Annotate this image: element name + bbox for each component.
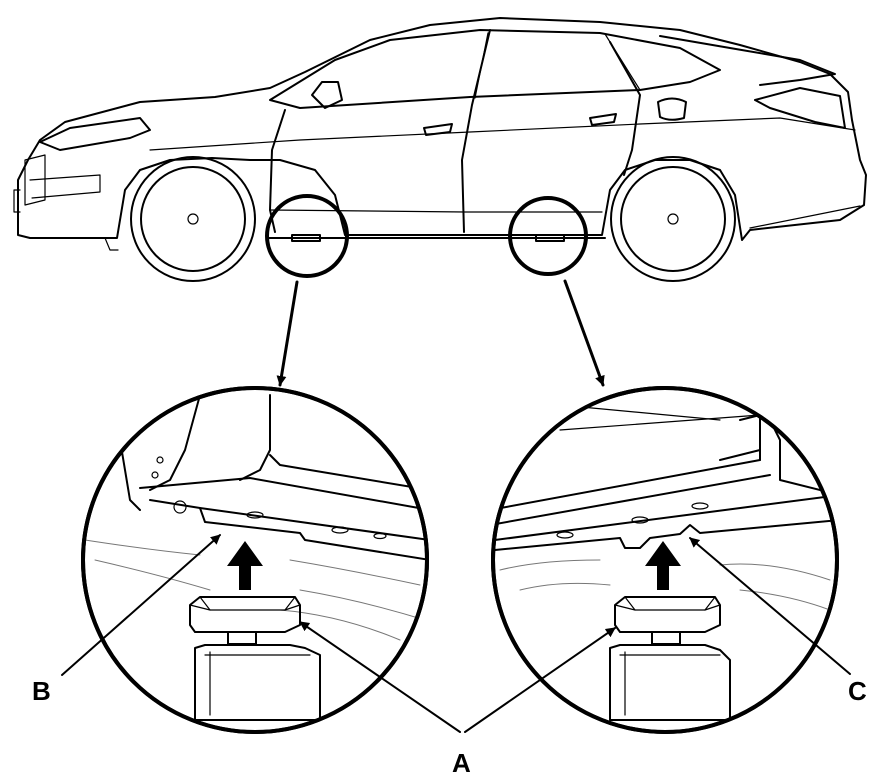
rear-detail-arrow (563, 279, 605, 387)
car-body-outline (17, 17, 867, 241)
rear-lift-up-arrow (645, 541, 681, 590)
leader-a-right (464, 627, 616, 733)
front-wheel (130, 156, 256, 282)
rear-door-handle (589, 113, 617, 126)
taillight (754, 87, 846, 129)
car-side-view (13, 17, 867, 282)
front-detail-arrow (276, 280, 299, 387)
front-lift-point-tab (291, 234, 321, 242)
leader-b (61, 534, 221, 676)
front-lift-up-arrow (227, 541, 263, 590)
side-mirror (311, 81, 343, 109)
rear-door-line (609, 41, 641, 176)
rear-detail-circle (508, 196, 588, 276)
front-lift-point-detail (81, 386, 429, 734)
front-detail-circle (265, 194, 349, 278)
headlight (39, 117, 151, 151)
leader-a-left (299, 621, 461, 733)
callout-c: C (848, 676, 867, 706)
rear-lift-point-tab (535, 234, 565, 242)
front-door-handle (423, 123, 453, 136)
fuel-door (657, 97, 687, 121)
car-rear-spoiler (659, 35, 836, 86)
front-door-line (269, 109, 286, 233)
leader-c (689, 537, 851, 675)
callout-a: A (452, 748, 471, 778)
callout-b: B (32, 676, 51, 706)
rear-lift-point-detail (491, 386, 839, 734)
rear-wheel (610, 156, 736, 282)
car-window-line (269, 29, 721, 109)
